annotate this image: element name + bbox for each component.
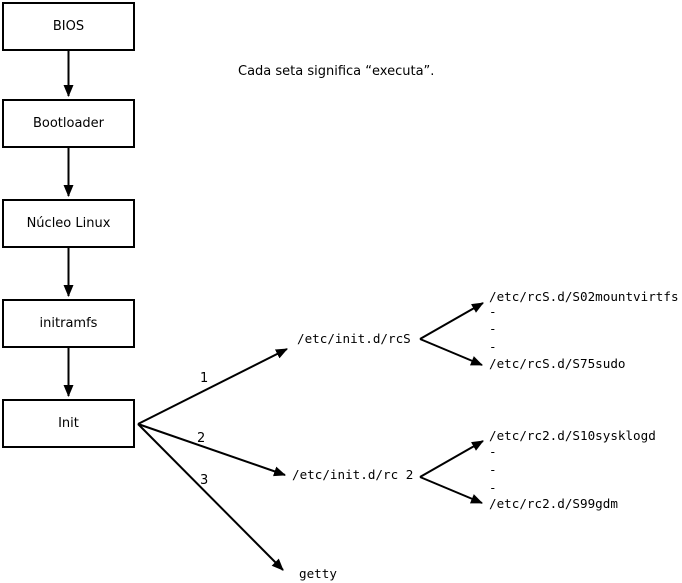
rc2-script-label: /etc/init.d/rc 2	[292, 467, 414, 482]
node-bootloader: Bootloader	[2, 99, 135, 148]
rcs-ellipsis-dash: -	[489, 321, 497, 336]
node-bootloader-label: Bootloader	[32, 116, 105, 131]
rc2-ellipsis-dash: -	[489, 444, 497, 459]
arrow-init-to-rcs	[137, 348, 288, 425]
rcs-ellipsis-dash: -	[489, 304, 497, 319]
rc2-last-script-label: /etc/rc2.d/S99gdm	[489, 496, 618, 511]
rc2-ellipsis-dash: -	[489, 480, 497, 495]
rcs-ellipsis-dash: -	[489, 339, 497, 354]
node-bios-label: BIOS	[52, 19, 85, 34]
arrow-rc2-to-s10	[419, 440, 484, 478]
arrow-init-to-rc2	[137, 423, 286, 477]
rcs-last-script-label: /etc/rcS.d/S75sudo	[489, 356, 626, 371]
branch-2-number: 2	[197, 431, 206, 446]
arrow-init-to-getty	[137, 423, 284, 571]
rc2-ellipsis-dash: -	[489, 462, 497, 477]
node-init: Init	[2, 399, 135, 448]
note-text: Cada seta significa “executa”.	[238, 64, 435, 79]
arrow-rcs-to-s02	[419, 302, 484, 340]
node-init-label: Init	[58, 416, 79, 431]
rc2-first-script-label: /etc/rc2.d/S10sysklogd	[489, 428, 656, 443]
arrow-rcs-to-s75	[419, 338, 483, 366]
node-initramfs-label: initramfs	[39, 316, 98, 331]
getty-label: getty	[299, 566, 337, 581]
branch-1-number: 1	[200, 371, 209, 386]
rcs-first-script-label: /etc/rcS.d/S02mountvirtfs	[489, 289, 679, 304]
arrow-rc2-to-s99	[419, 476, 483, 504]
node-bios: BIOS	[2, 2, 135, 51]
branch-3-number: 3	[200, 473, 209, 488]
node-nucleo-linux: Núcleo Linux	[2, 199, 135, 248]
rcs-script-label: /etc/init.d/rcS	[297, 331, 411, 346]
node-initramfs: initramfs	[2, 299, 135, 348]
node-nucleo-linux-label: Núcleo Linux	[26, 216, 111, 231]
